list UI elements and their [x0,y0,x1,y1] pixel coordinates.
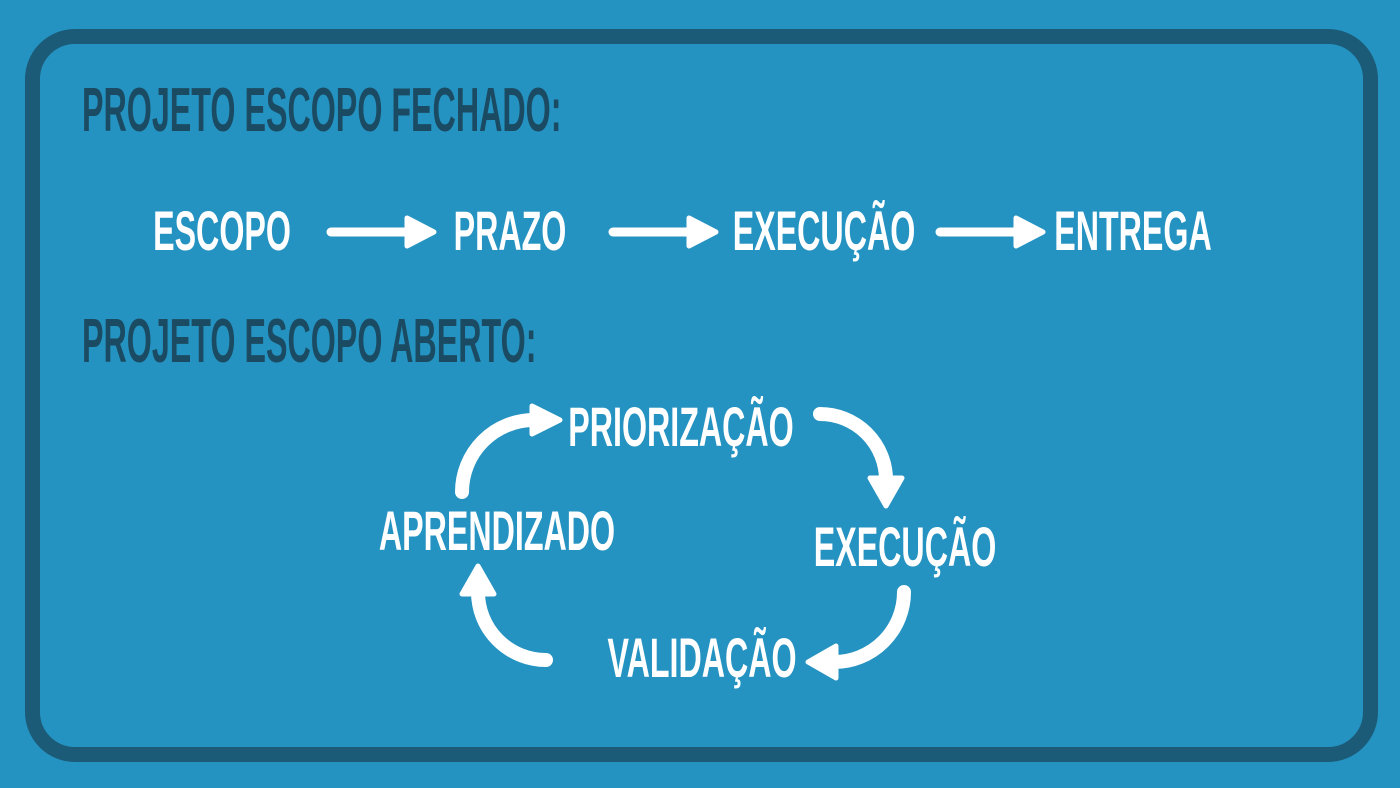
step-escopo: ESCOPO [153,199,291,262]
step-execucao: EXECUÇÃO [732,199,916,262]
right-arrow-icon [607,214,719,250]
closed-scope-heading: PROJETO ESCOPO FECHADO: [82,76,562,145]
curved-arrow-up-right-icon [452,403,567,499]
cycle-step-aprendizado: APRENDIZADO [378,499,616,562]
step-prazo: PRAZO [453,199,567,262]
open-scope-heading: PROJETO ESCOPO ABERTO: [82,307,537,376]
cycle-step-priorizacao: PRIORIZAÇÃO [568,395,794,458]
cycle-step-validacao: VALIDAÇÃO [607,626,797,689]
right-arrow-icon [934,214,1046,250]
cycle-step-execucao: EXECUÇÃO [813,515,997,578]
step-entrega: ENTREGA [1054,199,1212,262]
curved-arrow-left-up-icon [458,556,558,668]
right-arrow-icon [325,214,437,250]
curved-arrow-down-left-icon [802,584,914,684]
curved-arrow-right-down-icon [812,402,905,514]
